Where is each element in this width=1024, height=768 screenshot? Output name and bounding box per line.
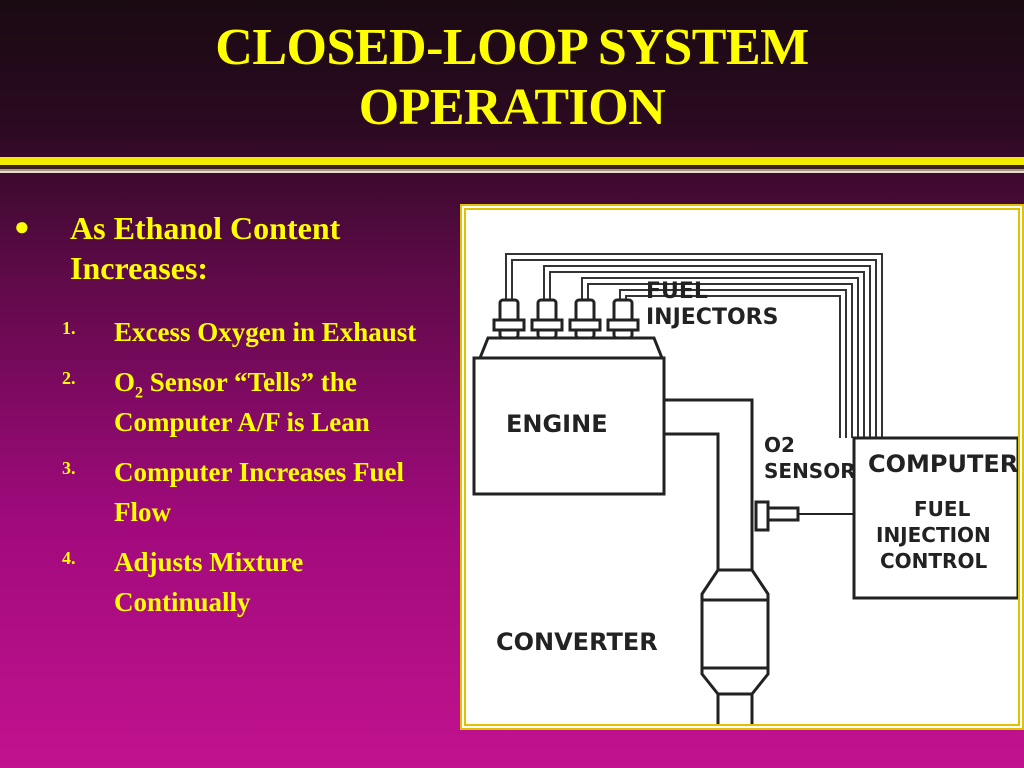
list-item: 1. Excess Oxygen in Exhaust	[0, 312, 450, 352]
o2-subscript: 2	[135, 384, 144, 402]
fuel-injector-icons	[492, 298, 640, 340]
computer-box	[852, 436, 1018, 600]
o2-prefix: O	[114, 367, 136, 397]
exhaust-pipe	[664, 398, 754, 570]
title-divider-yellow	[0, 157, 1024, 165]
list-item: 4. Adjusts Mixture Continually	[0, 542, 450, 622]
title-divider-gray	[0, 169, 1024, 171]
o2-item-text: Sensor “Tells” the Computer A/F is Lean	[114, 367, 370, 437]
closed-loop-diagram: FUEL INJECTORS ENGINE O2 SENSOR COMPUTER…	[460, 204, 1024, 730]
engine-label: ENGINE	[506, 410, 608, 438]
title-divider-light	[0, 171, 1024, 173]
list-item: 3. Computer Increases Fuel Flow	[0, 452, 450, 532]
computer-label: COMPUTER	[868, 450, 1018, 478]
slide-title: CLOSED-LOOP SYSTEM OPERATION	[0, 18, 1024, 138]
list-number: 4.	[62, 548, 76, 568]
o2-sensor-label-2: SENSOR	[764, 459, 856, 483]
diagram-svg: FUEL INJECTORS ENGINE O2 SENSOR COMPUTER…	[472, 253, 1018, 724]
bullet-main-text: As Ethanol Content Increases:	[70, 210, 341, 286]
fuel-injection-control-label-2: INJECTION	[876, 523, 991, 547]
list-number: 3.	[62, 458, 76, 478]
fuel-injection-control-label-3: CONTROL	[880, 549, 987, 573]
list-item-text: Adjusts Mixture Continually	[114, 547, 304, 617]
converter-label: CONVERTER	[496, 628, 658, 656]
injector-wires	[505, 253, 883, 438]
title-line-2: OPERATION	[358, 79, 666, 136]
o2-sensor-icon	[754, 500, 854, 532]
engine-block	[472, 336, 666, 496]
numbered-list: 1. Excess Oxygen in Exhaust 2. O2 Sensor…	[0, 312, 450, 632]
list-number: 1.	[62, 318, 76, 338]
list-number: 2.	[62, 368, 76, 388]
list-item-text: Excess Oxygen in Exhaust	[114, 317, 417, 347]
list-item-text: O2 Sensor “Tells” the Computer A/F is Le…	[114, 362, 444, 442]
bullet-dot-icon: ●	[14, 212, 30, 241]
title-line-1: CLOSED-LOOP SYSTEM	[215, 19, 809, 76]
list-item-text: Computer Increases Fuel Flow	[114, 457, 404, 527]
list-item: 2. O2 Sensor “Tells” the Computer A/F is…	[0, 362, 450, 442]
o2-sensor-label-1: O2	[764, 433, 795, 457]
fuel-injectors-label-1: FUEL	[646, 279, 708, 304]
title-divider-dark	[0, 165, 1024, 169]
fuel-injection-control-label-1: FUEL	[914, 497, 971, 521]
catalytic-converter-icon	[700, 568, 770, 724]
fuel-injectors-label-2: INJECTORS	[646, 305, 778, 330]
